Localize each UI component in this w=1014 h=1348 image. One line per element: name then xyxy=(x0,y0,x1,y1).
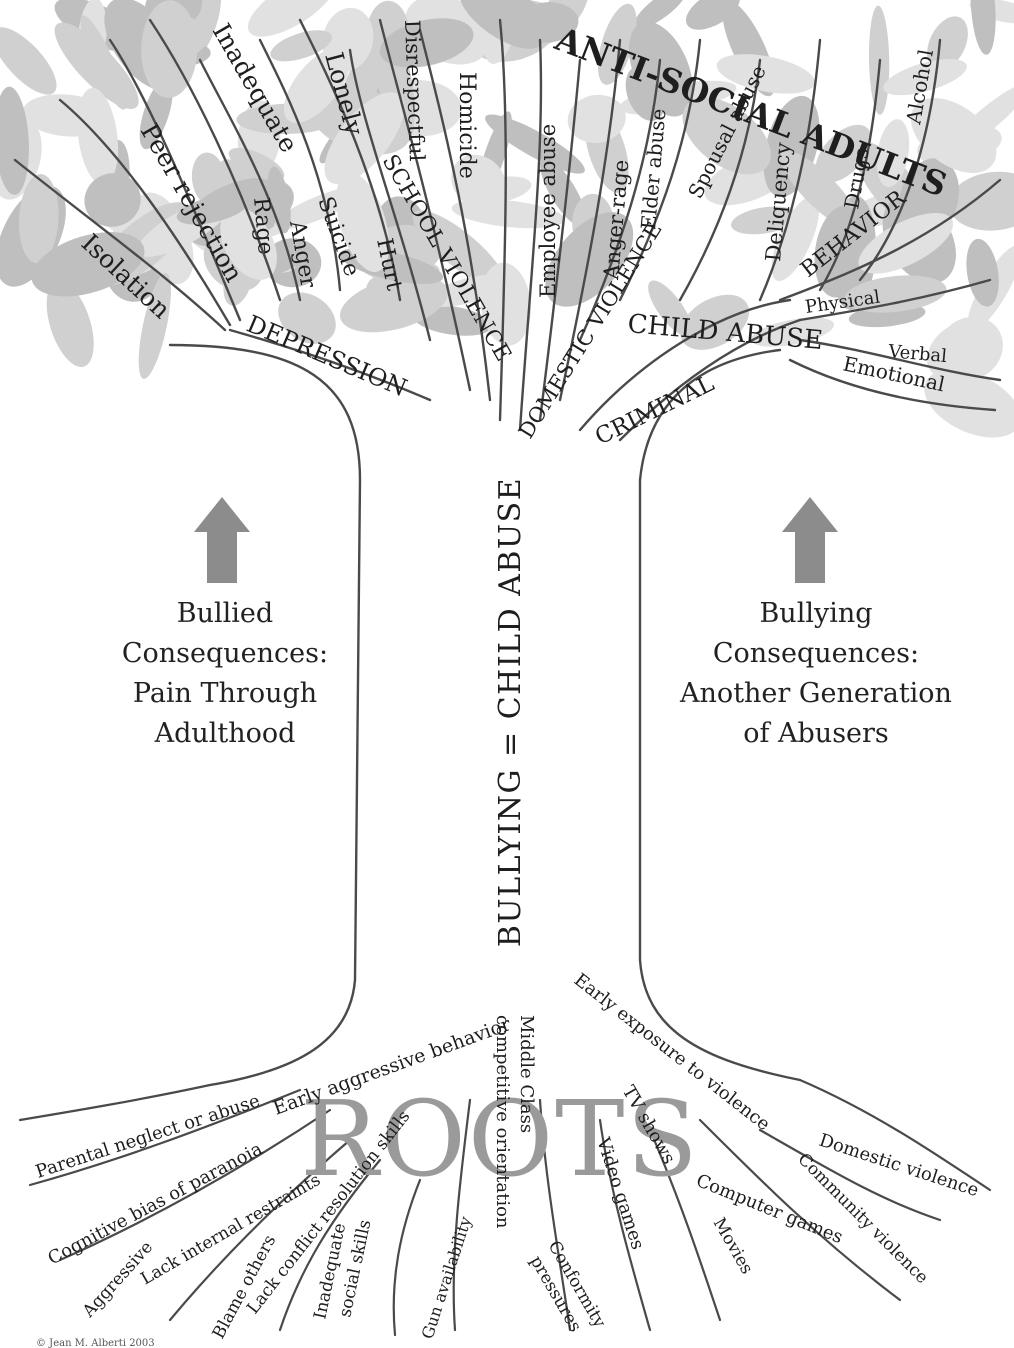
leaf xyxy=(682,97,771,175)
leaf xyxy=(680,294,750,350)
left-caption-line-3: Pain Through xyxy=(132,678,318,709)
leaf xyxy=(322,7,374,72)
leaf xyxy=(138,272,171,379)
leaf xyxy=(858,213,954,274)
leaf xyxy=(324,92,405,185)
leaf xyxy=(80,15,127,110)
leaf xyxy=(267,166,291,234)
leaf xyxy=(771,196,820,282)
leaf xyxy=(970,0,996,55)
right-caption-line-2: Consequences: xyxy=(712,638,920,669)
trunk-title: BULLYING = CHILD ABUSE xyxy=(493,477,528,947)
label-middle-class: Middle Class xyxy=(516,1015,537,1133)
leaf xyxy=(634,0,687,29)
leaf xyxy=(458,0,545,49)
leaf xyxy=(176,194,249,225)
right-caption: Bullying Consequences: Another Generatio… xyxy=(656,594,976,754)
copyright: © Jean M. Alberti 2003 xyxy=(36,1338,155,1348)
leaf xyxy=(751,317,834,347)
leaf xyxy=(628,21,693,117)
leaf xyxy=(876,119,910,188)
leaf xyxy=(597,3,637,85)
left-arrow xyxy=(194,497,250,583)
left-caption-line-4: Adulthood xyxy=(154,718,296,749)
leaf xyxy=(84,173,141,227)
label-employee-abuse: Employee abuse xyxy=(536,124,560,298)
leaf xyxy=(451,154,506,209)
leaf xyxy=(0,27,57,95)
up-arrow-icon xyxy=(782,497,838,583)
leaf xyxy=(648,280,692,337)
left-caption-line-2: Consequences: xyxy=(121,638,329,669)
leaf xyxy=(686,0,740,30)
trunk-left-edge xyxy=(168,343,362,1087)
leaf xyxy=(0,86,29,195)
label-rage: Rage xyxy=(248,196,278,255)
leaf xyxy=(966,238,999,307)
leaf xyxy=(46,280,94,367)
leaf xyxy=(247,0,337,37)
roots-lines xyxy=(18,1078,992,1337)
leaf xyxy=(567,94,626,143)
leaf xyxy=(31,232,145,297)
leaf xyxy=(18,174,59,264)
leaf xyxy=(815,124,872,183)
root-labels: Parental neglect or abuse Early aggressi… xyxy=(33,969,981,1342)
label-criminal: CRIMINAL xyxy=(591,371,718,451)
leaf xyxy=(844,275,947,313)
label-elder-abuse: Elder abuse xyxy=(636,108,670,231)
label-gun-availability: Gun availability xyxy=(418,1214,475,1341)
leaf xyxy=(924,369,1014,438)
right-caption-line-1: Bullying xyxy=(759,598,873,629)
leaf xyxy=(379,18,474,68)
left-caption: Bullied Consequences: Pain Through Adult… xyxy=(100,594,350,754)
up-arrow-icon xyxy=(194,497,250,583)
leaf xyxy=(883,59,967,96)
label-movies: Movies xyxy=(709,1215,757,1278)
label-verbal: Verbal xyxy=(887,341,948,367)
right-caption-line-4: of Abusers xyxy=(743,718,889,749)
leaf xyxy=(948,171,1014,231)
leaf xyxy=(426,274,510,308)
leaf xyxy=(731,206,798,235)
roots-title: ROOTS xyxy=(300,1078,699,1200)
leaf xyxy=(716,54,815,94)
label-competitive: competitive orientation xyxy=(492,1015,513,1229)
leaf xyxy=(270,30,332,62)
trunk-and-branches xyxy=(13,18,1002,1087)
leaf xyxy=(220,206,277,280)
label-disrespectful: Disrespectful xyxy=(400,19,429,162)
leaf xyxy=(278,292,336,344)
left-caption-line-1: Bullied xyxy=(176,598,274,629)
trunk-right-edge xyxy=(638,348,802,1082)
leaf xyxy=(339,275,449,333)
leaf xyxy=(946,83,1014,154)
right-caption-line-3: Another Generation xyxy=(680,678,952,709)
label-homicide: Homicide xyxy=(454,72,479,179)
right-arrow xyxy=(782,497,838,583)
foliage xyxy=(0,0,1014,438)
leaf xyxy=(412,210,505,288)
leaf xyxy=(937,316,1003,381)
